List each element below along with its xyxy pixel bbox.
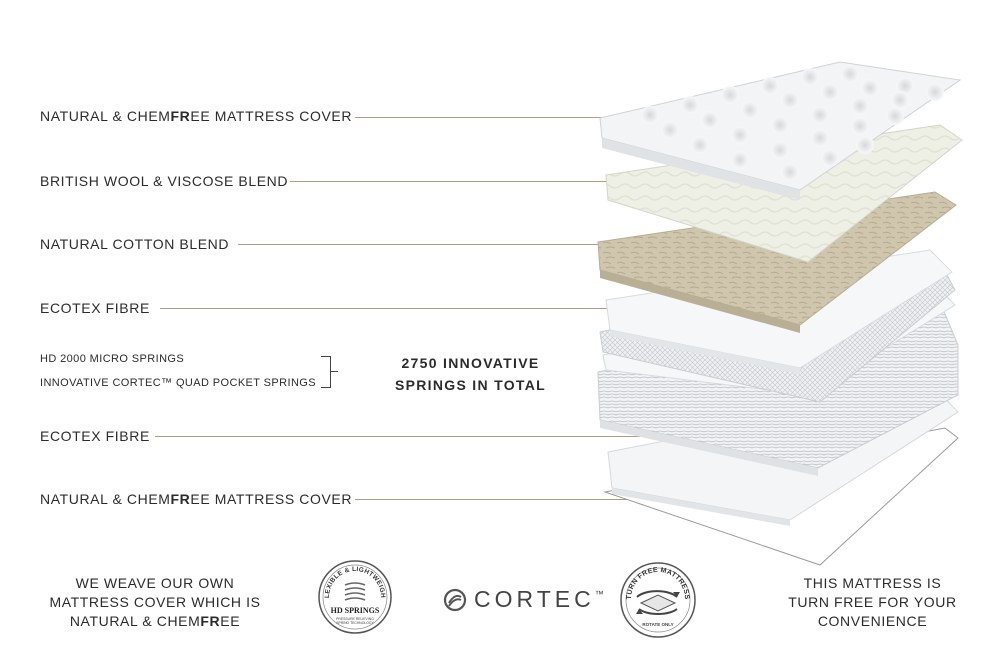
footer-line: WE WEAVE OUR OWN	[75, 575, 235, 591]
quilt-tufts	[641, 65, 944, 181]
cortec-wordmark: CORTEC	[474, 586, 595, 612]
footer-line: TURN FREE FOR YOUR	[788, 594, 957, 610]
woven-cover-note: WE WEAVE OUR OWN MATTRESS COVER WHICH IS…	[40, 574, 270, 631]
leader-line	[355, 499, 650, 500]
footer-text: EE	[220, 613, 241, 629]
layer-label-ecotex-bottom: ECOTEX FIBRE	[40, 428, 150, 444]
layer-label-text: EE MATTRESS COVER	[190, 491, 353, 507]
layer-label-pocket-springs: INNOVATIVE CORTEC™ QUAD POCKET SPRINGS	[40, 377, 316, 389]
layer-label-text: NATURAL COTTON BLEND	[40, 236, 230, 252]
layer-label-text: BRITISH WOOL & VISCOSE BLEND	[40, 173, 289, 189]
springs-total-line: 2750 INNOVATIVE	[401, 355, 540, 371]
turn-free-badge-icon: TURN FREE MATTRESS ROTATE ONLY	[620, 562, 696, 638]
layer-label-micro-springs: HD 2000 MICRO SPRINGS	[40, 353, 185, 365]
hd-badge-sub: PRESSURE RELIEVING	[336, 617, 374, 621]
turn-badge-sub: ROTATE ONLY	[642, 622, 673, 627]
footer-bold: FR	[200, 613, 221, 629]
layer-label-text: EE MATTRESS COVER	[190, 108, 353, 124]
layer-label-text: NATURAL & CHEM	[40, 491, 171, 507]
footer-text: NATURAL & CHEM	[69, 613, 201, 629]
hd-badge-sub: SPRING TECHNOLOGY	[336, 621, 374, 625]
cortec-symbol-icon	[443, 588, 467, 611]
layer-label-wool: BRITISH WOOL & VISCOSE BLEND	[40, 173, 288, 189]
leader-line	[155, 436, 650, 437]
springs-bracket-tick	[330, 371, 338, 372]
footer-line: NATURAL & CHEMFREE	[40, 612, 270, 631]
layer-label-text: NATURAL & CHEM	[40, 108, 171, 124]
springs-total: 2750 INNOVATIVE SPRINGS IN TOTAL	[395, 352, 546, 396]
cortec-trademark: ™	[594, 588, 604, 599]
leader-line	[290, 181, 625, 182]
leader-line	[160, 308, 650, 309]
springs-total-line: SPRINGS IN TOTAL	[395, 377, 546, 393]
layer-label-bottom-cover: NATURAL & CHEMFREE MATTRESS COVER	[40, 491, 352, 507]
layer-label-bold: FR	[170, 108, 191, 124]
leader-line	[238, 244, 623, 245]
hd-badge-title: HD SPRINGS	[331, 606, 380, 615]
footer-line: CONVENIENCE	[817, 613, 928, 629]
layer-label-top-cover: NATURAL & CHEMFREE MATTRESS COVER	[40, 108, 352, 124]
layer-label-text: ECOTEX FIBRE	[40, 300, 150, 316]
springs-bracket	[321, 356, 331, 388]
layer-label-cotton: NATURAL COTTON BLEND	[40, 236, 229, 252]
footer-line: MATTRESS COVER WHICH IS	[49, 594, 261, 610]
footer-line: THIS MATTRESS IS	[803, 575, 942, 591]
hd-springs-badge-icon: FLEXIBLE & LIGHTWEIGHT HD SPRINGS PRESSU…	[317, 557, 392, 634]
layer-label-text: ECOTEX FIBRE	[40, 428, 150, 444]
leader-line	[355, 117, 615, 118]
layer-label-bold: FR	[170, 491, 191, 507]
layer-label-ecotex-top: ECOTEX FIBRE	[40, 300, 150, 316]
turn-free-note: THIS MATTRESS IS TURN FREE FOR YOUR CONV…	[775, 574, 970, 631]
